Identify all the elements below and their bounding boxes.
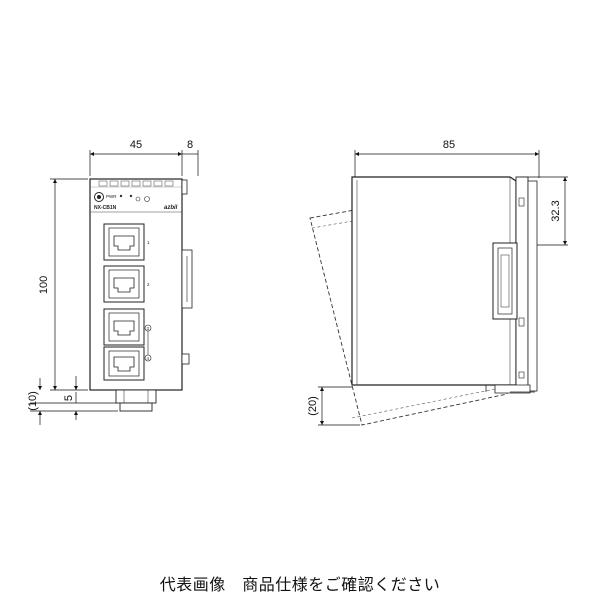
bottom-connector [115,389,157,412]
front-view: 45 8 100 5 (10) [27,139,199,425]
ethernet-port-2: 2 [103,265,150,303]
led-indicator-strip [98,180,174,187]
rail-height-label: 32.3 [550,200,562,221]
module-side-body [351,176,538,394]
front-height-dimension: 100 [38,178,88,391]
port-number-2: 2 [147,282,150,287]
side-depth-dimension: 85 [354,139,540,178]
front-width-label: 45 [130,139,142,151]
port-number-1: 1 [147,240,150,245]
tilt-ref-dimension: (20) [307,386,360,426]
power-label: PWR [106,194,117,199]
port-number-4: 4 [147,356,150,361]
front-width-dimension: 45 8 [89,139,199,176]
address-switch-icon [135,196,141,202]
front-bottom-ref-label: (10) [27,391,39,411]
brand-logo: azbil [164,205,178,211]
port-number-3: 3 [147,326,150,331]
front-bottom-dimension: 5 (10) [27,376,118,425]
rotary-switch-icon [144,196,150,202]
front-height-label: 100 [38,276,50,294]
rail-height-dimension: 32.3 [520,176,568,246]
front-bottom-label: 5 [63,395,75,401]
ethernet-port-1: 1 [103,223,150,261]
caption-notice: 代表画像 商品仕様をご確認ください [159,575,441,594]
ethernet-port-4: 4 [103,346,152,381]
din-rail-bracket [181,179,193,365]
model-label: NX-CB1N [94,205,117,211]
side-view: 85 32.3 (20) [307,139,568,426]
front-depth-label: 8 [187,139,193,151]
tilt-ref-label: (20) [307,396,319,416]
product-dimension-drawing: 45 8 100 5 (10) [27,139,568,426]
ethernet-port-3: 3 [103,308,152,346]
side-depth-label: 85 [443,139,455,151]
